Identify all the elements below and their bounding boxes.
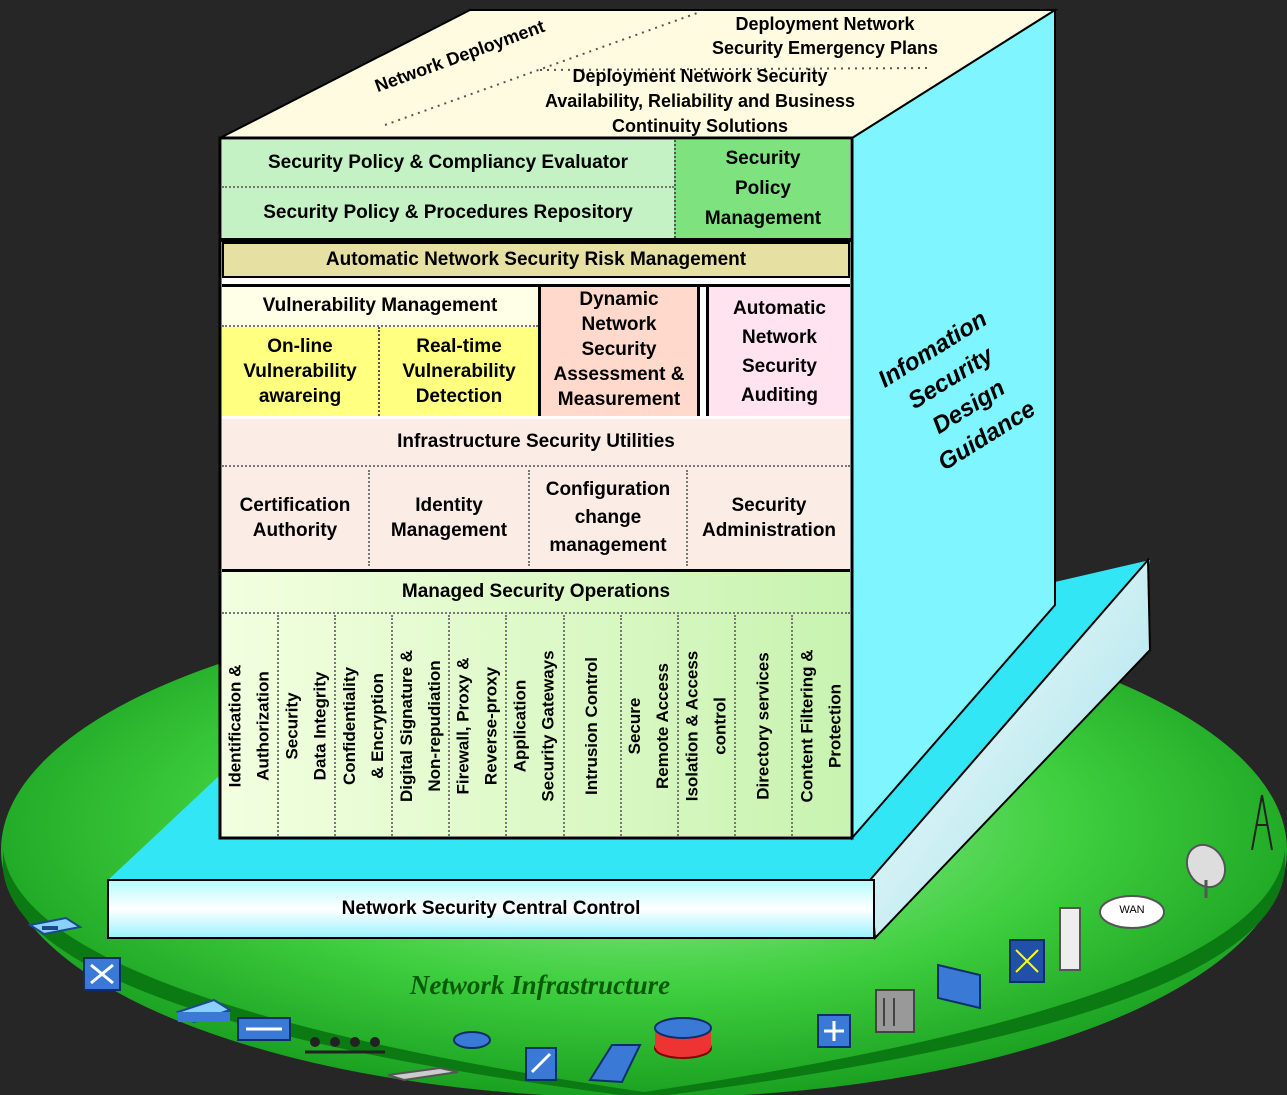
- operations-title-cell: Managed Security Operations: [222, 572, 850, 614]
- operation-column: Intrusion Control: [565, 615, 622, 836]
- operation-column: Confidentiality& Encryption: [336, 615, 394, 836]
- policy-management-cell: Security Policy Management: [674, 140, 850, 238]
- multilayer-switch-icon: [817, 1014, 851, 1048]
- access-server-icon: [1009, 939, 1045, 983]
- automatic-auditing-cell: Automatic Network Security Auditing: [706, 287, 850, 416]
- policy-repository-cell: Security Policy & Procedures Repository: [222, 188, 674, 238]
- availability-label: Deployment Network Security Availability…: [544, 66, 856, 136]
- tower-server-icon: [1059, 907, 1081, 971]
- switch-icon-left: [27, 916, 83, 936]
- emergency-plans-label: Deployment Network Security Emergency Pl…: [711, 14, 939, 58]
- atm-switch-icon: [83, 957, 121, 991]
- security-administration-cell: Security Administration: [701, 495, 837, 541]
- load-balancer-icon: [937, 963, 981, 1010]
- certification-authority-cell: Certification Authority: [222, 470, 370, 566]
- online-vulnerability-cell: On-line Vulnerability awareing: [222, 327, 380, 416]
- ellipse-rim: [3, 850, 1285, 1095]
- wan-label: WAN: [1119, 904, 1145, 916]
- workgroup-switch-icon: [175, 998, 233, 1024]
- operation-column: Directory services: [736, 615, 793, 836]
- ip-phone-icon: [588, 1044, 642, 1084]
- server-rack-icon: [875, 989, 915, 1033]
- policy-bottom-border: [220, 238, 852, 242]
- central-control-label: Network Security Central Control: [341, 897, 641, 919]
- dynamic-assessment-cell: Dynamic Network Security Assessment & Me…: [538, 287, 700, 416]
- operation-column: Digital Signature &Non-repudiation: [393, 615, 451, 836]
- risk-management-cell: Automatic Network Security Risk Manageme…: [222, 242, 850, 278]
- ops-background: [222, 572, 850, 836]
- hub-icon: [237, 1017, 291, 1041]
- realtime-vulnerability-cell: Real-time Vulnerability Detection: [380, 327, 538, 416]
- slab-front: [107, 879, 875, 939]
- wan-cloud-icon: [1099, 895, 1165, 929]
- network-infrastructure-label: Network Infrastructure: [409, 970, 671, 1000]
- lan-segment-icon: [305, 1037, 385, 1054]
- policy-evaluator-cell: Security Policy & Compliancy Evaluator: [222, 140, 674, 188]
- router-small-icon: [525, 1047, 557, 1081]
- vulnerability-title-cell: Vulnerability Management: [222, 287, 538, 327]
- bridge-icon: [453, 1031, 491, 1049]
- configuration-management-cell: Configuration change management: [530, 470, 688, 566]
- satellite-dish-icon: [1185, 843, 1227, 898]
- firewall-router-icon: [654, 1017, 712, 1059]
- radio-tower-icon: [1251, 794, 1273, 851]
- identity-management-cell: Identity Management: [370, 470, 530, 566]
- modem-icon: [387, 1066, 459, 1082]
- infrastructure-title-cell: Infrastructure Security Utilities: [222, 419, 850, 467]
- infrastructure-block: [222, 419, 850, 572]
- operation-column: Identification &Authorization: [222, 615, 280, 836]
- operation-column: Firewall, Proxy &Reverse-proxy: [450, 615, 508, 836]
